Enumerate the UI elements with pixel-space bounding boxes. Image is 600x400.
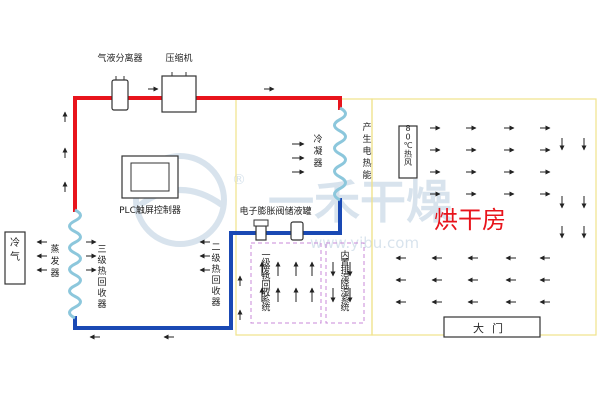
watermark-logo-ring	[133, 153, 227, 247]
electric-heating-label: 产生电热能	[362, 121, 371, 181]
watermark-text: 一禾干燥	[268, 175, 453, 229]
expansion-valve-icon	[253, 219, 269, 241]
compressor-label: 压缩机	[165, 52, 192, 64]
separator-label: 气液分离器	[97, 52, 142, 64]
watermark-logo-swoosh	[138, 187, 224, 208]
drying-room-title: 烘干房	[434, 206, 506, 234]
condenser-label: 冷凝器	[313, 133, 322, 169]
primary-recovery-label: 一级废热回收系统	[261, 251, 270, 314]
cold-air-box	[4, 231, 26, 285]
receiver-label: 储液罐	[284, 205, 311, 217]
expansion-valve-label: 电子膨胀阀	[239, 205, 284, 217]
gate-label: 大门	[473, 321, 511, 335]
vertical-labels: 冷气 蒸发器 三级热回收器 二级热回收器 一级废热回收系统 内置排湿除湿系统 冷凝器 产生电热…	[10, 121, 413, 314]
compressor-icon	[161, 72, 197, 113]
condenser-coil	[333, 106, 347, 202]
plc-label: PLC触屏控制器	[119, 204, 181, 216]
evaporator-label: 蒸发器	[50, 243, 59, 279]
secondary-recovery-label: 二级热回收器	[211, 243, 220, 308]
primary-recovery-box	[250, 242, 322, 324]
plc-screen-icon	[121, 155, 179, 199]
tertiary-recovery-label: 三级热回收器	[97, 245, 106, 310]
cold-refrigerant-pipe	[73, 198, 342, 330]
cold-air-label: 冷气	[10, 236, 20, 263]
watermark: ® 一禾干燥 www.yibu.com	[133, 153, 453, 252]
receiver-tank-icon	[290, 221, 304, 241]
flow-arrows	[36, 86, 587, 340]
hot-refrigerant-pipe	[73, 96, 342, 212]
dehumid-box	[325, 242, 365, 324]
hot-air-outlet	[398, 125, 418, 179]
watermark-url: www.yibu.com	[310, 234, 419, 252]
internal-dehumid-label: 内置排湿除湿系统	[340, 249, 349, 314]
evaporator-coil	[68, 208, 82, 320]
separator-tank-icon	[111, 76, 129, 111]
gate-box	[443, 316, 541, 338]
watermark-registered: ®	[232, 172, 246, 188]
